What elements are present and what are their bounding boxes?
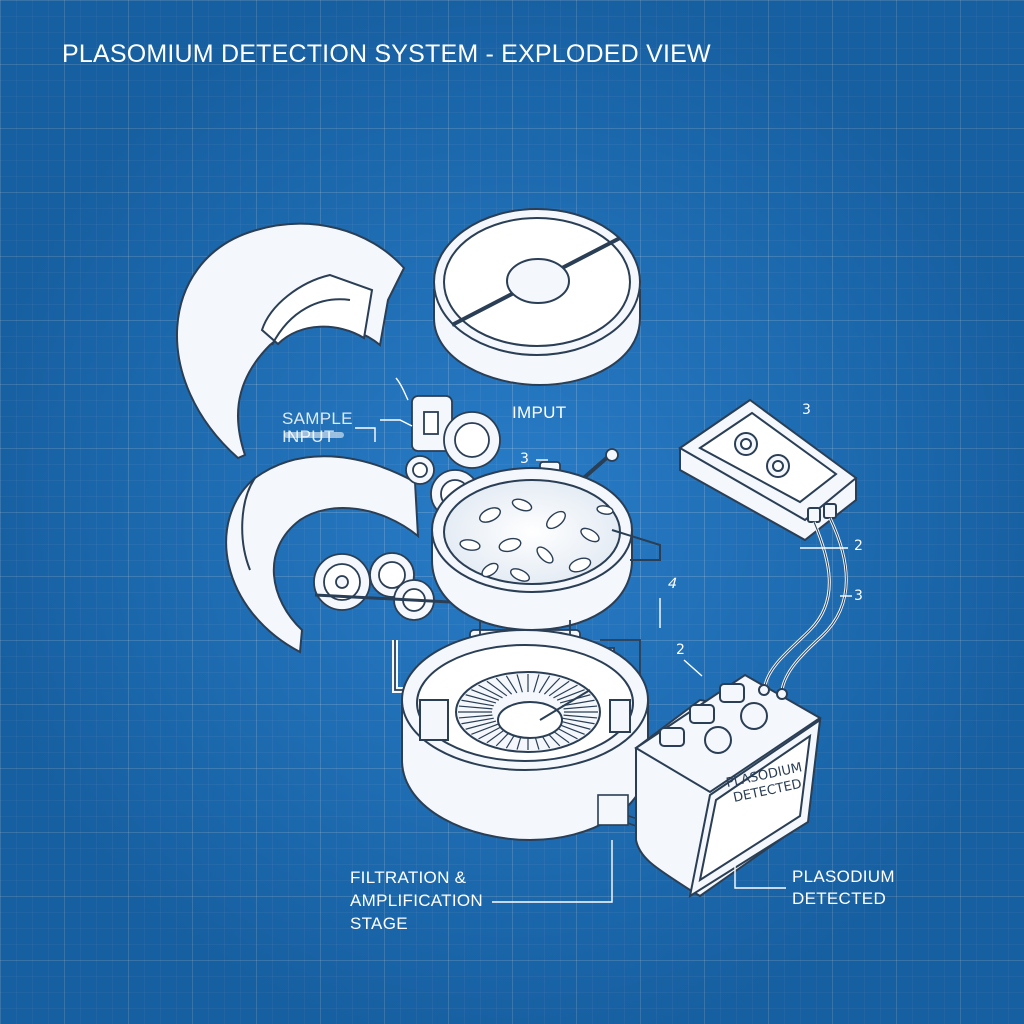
turbine-fin	[495, 677, 513, 695]
turbine-fin	[478, 725, 503, 740]
top-lid-disc	[433, 208, 641, 387]
detector-cables	[763, 517, 848, 691]
turbine-fin	[559, 720, 591, 730]
turbine-fin	[505, 675, 518, 694]
gear-assembly-left	[313, 552, 451, 621]
turbine-fin	[465, 720, 497, 730]
turbine-fin	[563, 705, 598, 710]
turbine-fin	[461, 699, 494, 707]
turbine-fin	[562, 717, 595, 725]
callout-cable-2: 2	[854, 538, 864, 554]
turbine-fin	[458, 714, 493, 719]
turbine-fin	[543, 677, 561, 695]
filtration-base	[401, 629, 649, 842]
callout-indicator-top: 3	[802, 402, 812, 418]
plasodium-detected-label: PLASODIUM DETECTED	[792, 867, 895, 908]
turbine-fin	[516, 674, 523, 693]
turbine-fin	[563, 714, 598, 719]
turbine-fin	[458, 705, 493, 710]
callout-gear: 3	[520, 451, 530, 467]
leader-lines	[355, 377, 852, 903]
sample-input-smudge	[284, 432, 344, 438]
turbine-fin	[562, 699, 595, 707]
turbine-fin	[478, 684, 503, 699]
turbine-fin	[465, 694, 497, 704]
turbine-fin	[553, 684, 578, 699]
input-label: IMPUT	[512, 403, 567, 422]
turbine-fin	[548, 680, 570, 697]
sample-input-label: SAMPLE INPUT	[282, 409, 353, 446]
callout-device: 2	[676, 642, 686, 658]
culture-dish	[431, 467, 661, 632]
turbine-fin	[461, 717, 494, 725]
turbine-fin	[486, 680, 508, 697]
callout-cable-3: 3	[854, 588, 864, 604]
turbine-fin	[538, 675, 551, 694]
page-title: PLASOMIUM DETECTION SYSTEM - EXPLODED VI…	[62, 40, 711, 68]
upper-shell-part	[176, 222, 406, 460]
detector-device	[634, 673, 822, 899]
turbine-fin	[471, 723, 500, 735]
indicator-module	[678, 398, 858, 542]
filtration-stage-label: FILTRATION & AMPLIFICATION STAGE	[350, 868, 483, 933]
turbine-fin	[533, 674, 540, 693]
turbine-fin	[556, 689, 585, 701]
turbine-fin	[471, 689, 500, 701]
turbine-fin	[556, 723, 585, 735]
